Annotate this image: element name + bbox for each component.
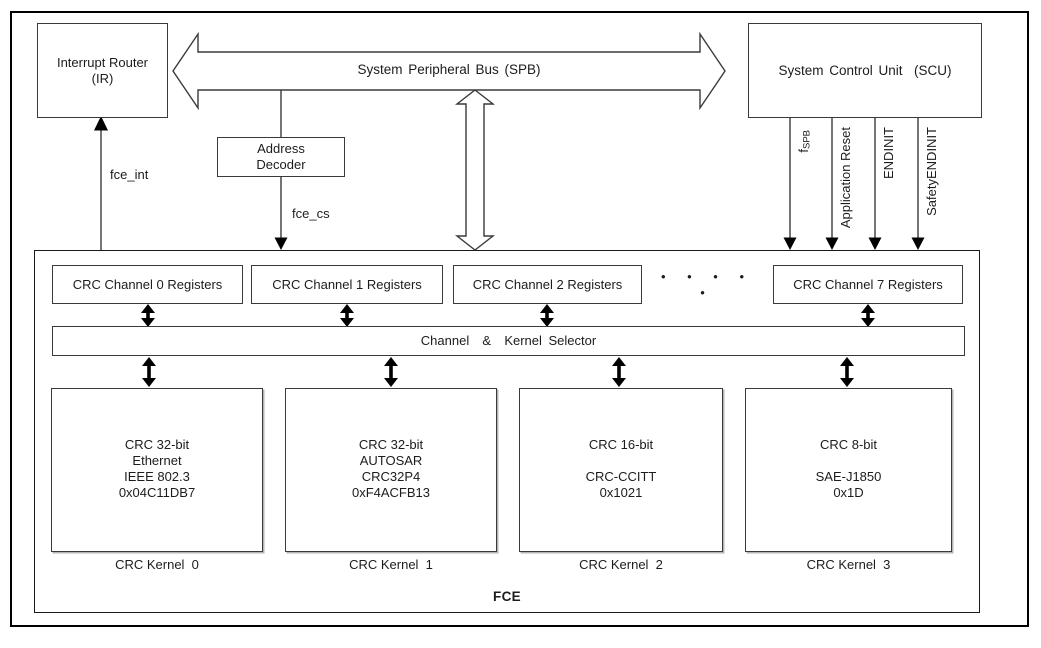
kernel-3-line-1: CRC 8-bit [819, 437, 878, 452]
kernel-1-line-3: CRC32P4 [361, 469, 421, 484]
crc-channel-7-registers-label: CRC Channel 7 Registers [793, 276, 943, 292]
address-decoder-label-line1: Address [257, 141, 305, 156]
register2-selector-arrow [540, 304, 554, 327]
selector-kernel1-arrow [384, 357, 398, 387]
interrupt-router-label-line2: (IR) [91, 70, 114, 86]
spb-bus-label: System Peripheral Bus (SPB) [357, 62, 541, 77]
channel-kernel-selector-label: Channel & Kernel Selector [420, 333, 597, 348]
endinit-signal-label: ENDINIT [881, 127, 896, 179]
channel-ellipsis-dots: • • • • • [660, 268, 754, 300]
channel-kernel-selector-bar: Channel & Kernel Selector [52, 326, 965, 356]
scu-application-reset-arrow [825, 118, 839, 250]
application-reset-signal-label: Application Reset [838, 127, 853, 229]
fspb-base: f [796, 149, 811, 153]
kernel-0-line-3: IEEE 802.3 [124, 469, 190, 484]
kernel-1-line-2: AUTOSAR [359, 453, 423, 468]
fce-cs-arrow [274, 90, 288, 250]
crc-channel-0-registers-box: CRC Channel 0 Registers [52, 265, 243, 304]
safety-endinit-signal-label: SafetyENDINIT [924, 127, 939, 216]
crc-channel-7-registers-box: CRC Channel 7 Registers [773, 265, 963, 304]
scu-label: System Control Unit (SCU) [778, 62, 952, 78]
crc-kernel-3-caption: CRC Kernel 3 [806, 557, 891, 572]
fce-int-arrow [94, 116, 108, 250]
selector-kernel3-arrow [840, 357, 854, 387]
fce-cs-signal-label: fce_cs [292, 206, 330, 221]
scu-box: System Control Unit (SCU) [748, 23, 982, 118]
scu-safety-endinit-arrow [911, 118, 925, 250]
fce-int-signal-label: fce_int [110, 167, 149, 182]
address-decoder-box: Address Decoder [217, 137, 345, 177]
kernel-2-line-4: 0x1021 [599, 485, 643, 500]
crc-kernel-2-box: CRC 16-bit CRC-CCITT 0x1021 [519, 388, 723, 552]
register0-selector-arrow [141, 304, 155, 327]
kernel-3-line-4: 0x1D [833, 485, 864, 500]
selector-kernel2-arrow [612, 357, 626, 387]
kernel-0-line-2: Ethernet [132, 453, 182, 468]
kernel-0-line-1: CRC 32-bit [124, 437, 190, 452]
fspb-subscript: SPB [801, 130, 813, 150]
crc-channel-2-registers-box: CRC Channel 2 Registers [453, 265, 642, 304]
selector-kernel0-arrow [142, 357, 156, 387]
crc-kernel-1-caption: CRC Kernel 1 [349, 557, 433, 572]
crc-kernel-1-box: CRC 32-bit AUTOSAR CRC32P4 0xF4ACFB13 [285, 388, 497, 552]
kernel-1-line-1: CRC 32-bit [358, 437, 424, 452]
crc-kernel-0-caption: CRC Kernel 0 [115, 557, 199, 572]
crc-channel-1-registers-box: CRC Channel 1 Registers [251, 265, 443, 304]
kernel-3-line-3: SAE-J1850 [815, 469, 882, 484]
fce-container-box [34, 250, 980, 613]
register1-selector-arrow [340, 304, 354, 327]
crc-kernel-2-caption: CRC Kernel 2 [579, 557, 663, 572]
outer-border [10, 11, 1029, 627]
kernel-2-line-3: CRC-CCITT [585, 469, 657, 484]
address-decoder-label-line2: Decoder [256, 157, 306, 172]
crc-channel-1-registers-label: CRC Channel 1 Registers [272, 276, 422, 292]
fspb-signal-label: fSPB [796, 130, 815, 153]
interrupt-router-box: Interrupt Router (IR) [37, 23, 168, 118]
spb-fce-vertical-arrow [454, 89, 496, 251]
kernel-0-line-4: 0x04C11DB7 [118, 485, 196, 500]
fce-title-label: FCE [493, 589, 521, 604]
kernel-2-line-1: CRC 16-bit [588, 437, 654, 452]
crc-channel-2-registers-label: CRC Channel 2 Registers [472, 276, 623, 292]
scu-fspb-arrow [783, 118, 797, 250]
crc-channel-0-registers-label: CRC Channel 0 Registers [72, 276, 223, 292]
spb-bus-double-arrow [172, 31, 726, 111]
register7-selector-arrow [861, 304, 875, 327]
crc-kernel-0-box: CRC 32-bit Ethernet IEEE 802.3 0x04C11DB… [51, 388, 263, 552]
scu-endinit-arrow [868, 118, 882, 250]
interrupt-router-label-line1: Interrupt Router [56, 54, 149, 70]
crc-kernel-3-box: CRC 8-bit SAE-J1850 0x1D [745, 388, 952, 552]
kernel-1-line-4: 0xF4ACFB13 [351, 485, 431, 500]
